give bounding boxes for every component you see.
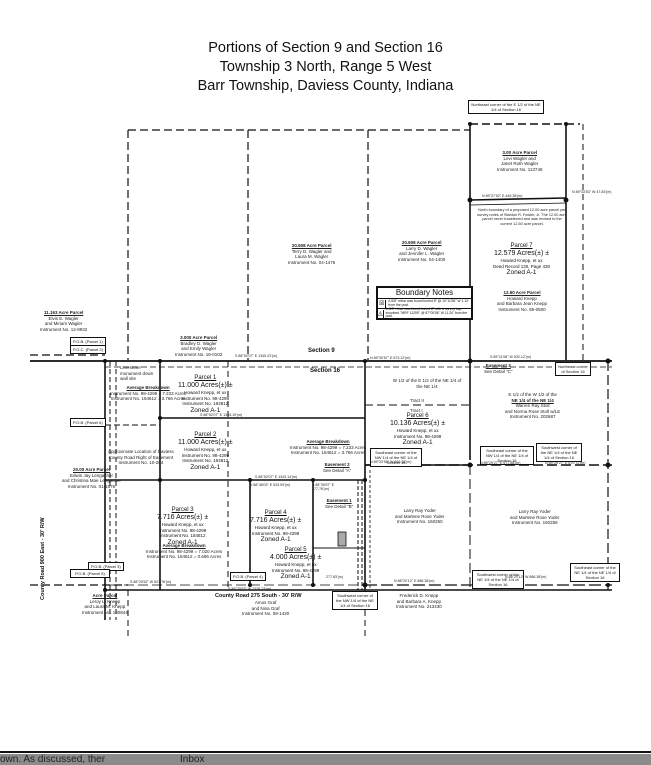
w-half-note: W 1/2 of the E 1/2 of the NE 1/4 of the … (392, 378, 462, 389)
parcel-6-label: Parcel 6 10.136 Acres(±) ± Howard Knepp,… (390, 413, 446, 446)
corner-box: Southwest corner of the NE 1/4 of the NE… (536, 443, 582, 462)
bearing-label: S 88°52'07" E 1344.19'(m) (200, 413, 243, 417)
boundary-notes-title: Boundary Notes (378, 288, 471, 299)
monument-note: Limestone monument down wall site (120, 365, 154, 382)
parcel-4-label: Parcel 4 7.716 Acres(±) ± Howard Knepp, … (250, 510, 302, 543)
rebar-cap-icon: ◬ (378, 309, 384, 318)
corner-box: P.O.B. (Parcel 5) (70, 569, 110, 578)
bearing-label: S 89°11'08" W 532.12'(m) (490, 355, 531, 359)
tract-2-label: Tract II (410, 398, 424, 403)
section-16-label: Section 16 (310, 368, 341, 374)
page-bottom-rule (0, 751, 651, 753)
boundary-note-text: A 5/8" rebar was found buried 8" with a … (385, 306, 468, 319)
bearing-label: 277.83'(m) (326, 575, 344, 579)
road-label-cr900e: County Road 900 East - 30' R/W (40, 517, 46, 600)
bearing-label: S 88°20'52" W 527.76'(m) (130, 580, 172, 584)
corner-box: Southwest corner of the NW 1/4 of the NE… (332, 591, 378, 610)
corner-box: Southwest corner of the NE 1/4 of the NE… (472, 570, 524, 589)
corner-box: Northeast corner of Section 16 (555, 362, 591, 376)
parcel-7-label: Parcel 7 12.579 Acres(±) ± Howard Knepp,… (493, 243, 551, 276)
parcel-2-label: Parcel 2 11.000 Acres(±) ± Howard Knepp,… (178, 432, 233, 471)
parcel-5-label: Parcel 5 4.000 Acres(±) ± Howard Knepp, … (270, 547, 322, 580)
corner-box: Southeast corner of the NW 1/4 of the NE… (480, 446, 534, 465)
boundary-notes-legend: Boundary Notes ☒ A 5/8" rebar was found … (376, 286, 473, 320)
map-title-line1: Portions of Section 9 and Section 16 (208, 40, 443, 56)
bearing-label: S 88°52'07" E 1345.23'(m) (235, 354, 278, 358)
corner-box: Southeast corner of the NE 1/4 of the NE… (570, 563, 620, 582)
boundary-note-row: ◬ A 5/8" rebar was found buried 8" with … (378, 306, 471, 319)
bearing-label: N 89°30'57" E 673.12'(m) (370, 356, 411, 360)
parcel-1-label: Parcel 1 11.000 Acres(±) ± Howard Knepp,… (178, 375, 233, 414)
north-boundary-note: North boundary of a proposed 12.00 acre … (477, 208, 567, 226)
bearing-label: N 89°29'27" E 677.88'(m) (480, 461, 521, 465)
corner-box: Northeast corner of the E 1/2 of the NE … (468, 100, 544, 114)
bearing-label: N 89°37'52" E 445.38'(m) (482, 194, 523, 198)
bearing-label: S 88°48'03" E 533.09'(m) (250, 483, 291, 487)
corner-box: Southeast corner of the NW 1/4 of the NE… (370, 448, 422, 467)
pob-parcel-4-box: P.O.B. (Parcel 4) (230, 572, 266, 581)
boundary-note-text: A 5/8" rebar was found buried 8" @ 10°11… (388, 298, 469, 307)
bearing-label: N 89°29'27" E 670.72'(m) (545, 461, 586, 465)
rebar-found-icon: ☒ (378, 299, 387, 308)
tract-1-label: Tract I (410, 408, 423, 413)
parcel-3-label: Parcel 3 7.716 Acres(±) ± Howard Knepp, … (157, 507, 209, 546)
bearing-label: S 88°35'57" E 277.78'(m) (312, 483, 335, 491)
inbox-label[interactable]: Inbox (180, 754, 205, 765)
road-label-cr275s: County Road 275 South - 30' R/W (215, 593, 302, 599)
underlying-window-strip: own. As discussed, ther Inbox (0, 754, 651, 765)
email-preview-text: own. As discussed, ther (0, 754, 106, 765)
bearing-label: N 89°33'53" W 47.83'(m) (572, 190, 612, 194)
pob-parcel-6-box: P.O.B. (Parcel 6) (70, 418, 106, 427)
map-title-line2: Township 3 North, Range 5 West (219, 59, 432, 75)
poc-parcel-2-box: P.O.C. (Parcel 2) (70, 345, 106, 354)
map-title-line3: Barr Township, Daviess County, Indiana (197, 78, 454, 94)
bearing-label: S 88°20'52" W 1328.13'(m) (228, 587, 272, 591)
bearing-label: N 88°20'12" E 686.38'(m) (394, 579, 435, 583)
bearing-label: N 88°20'12" W 686.38'(m) (505, 575, 547, 579)
section-9-label: Section 9 (308, 348, 335, 354)
boundary-note-row: ☒ A 5/8" rebar was found buried 8" @ 10°… (378, 299, 471, 309)
bearing-label: S 88°52'07" E 1343.14'(m) (255, 475, 298, 479)
bearing-label: N 89°33'55" W 665.38'(m) (370, 460, 412, 464)
